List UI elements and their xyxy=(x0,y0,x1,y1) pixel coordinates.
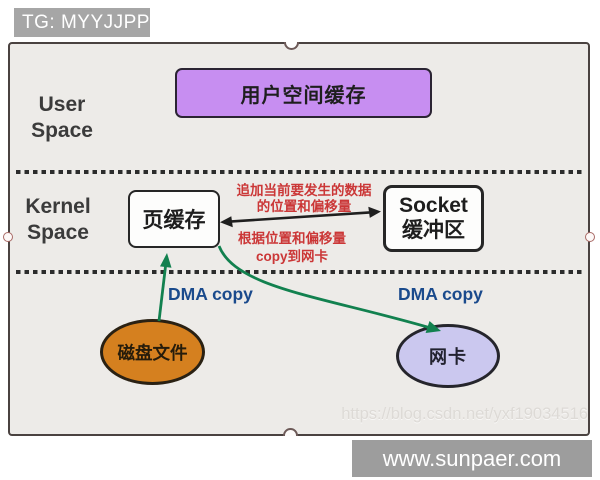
dma-copy-label-right: DMA copy xyxy=(398,284,483,304)
panel-top-notch xyxy=(284,42,299,50)
user-space-label: User Space xyxy=(31,93,93,143)
sunpaer-site-badge: www.sunpaer.com xyxy=(352,440,592,477)
kernel-space-label: Kernel Space xyxy=(25,195,91,245)
panel-left-handle xyxy=(3,232,13,242)
page-cache-box: 页缓存 xyxy=(128,190,220,248)
panel-bottom-notch xyxy=(283,428,298,436)
kernel-hardware-divider xyxy=(16,270,582,274)
user-space-cache-box: 用户空间缓存 xyxy=(175,68,432,118)
tg-watermark-badge: TG: MYYJJPP xyxy=(14,8,150,37)
dma-copy-label-left: DMA copy xyxy=(168,284,253,304)
append-offset-annotation: 追加当前要发生的数据 的位置和偏移量 xyxy=(236,183,372,215)
csdn-url-watermark: https://blog.csdn.net/yxf19034516 xyxy=(341,405,588,423)
disk-file-ellipse: 磁盘文件 xyxy=(100,319,205,385)
panel-right-handle xyxy=(585,232,595,242)
socket-buffer-box: Socket 缓冲区 xyxy=(383,185,484,252)
copy-to-nic-annotation: 根据位置和偏移量 copy到网卡 xyxy=(238,231,346,265)
nic-ellipse: 网卡 xyxy=(396,324,500,388)
user-kernel-divider xyxy=(16,170,582,174)
